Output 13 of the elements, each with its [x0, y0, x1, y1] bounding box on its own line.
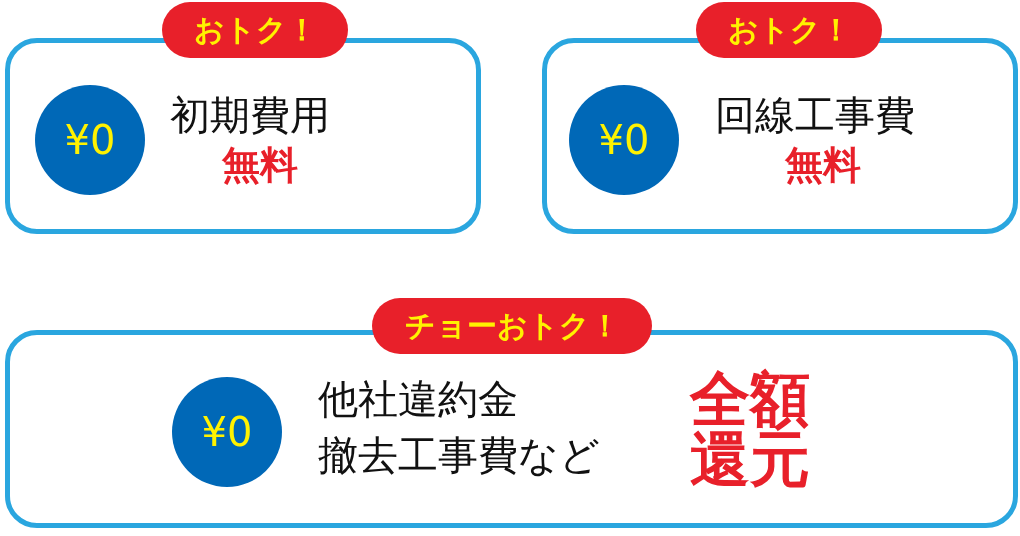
deal-badge: チョーおトク！	[372, 298, 652, 354]
refund-label: 全額還元	[690, 369, 811, 489]
free-label: 無料	[785, 145, 861, 187]
item-name: 回線工事費	[715, 93, 915, 137]
price-circle: ¥0	[569, 85, 679, 195]
free-label: 無料	[222, 145, 298, 187]
price-circle: ¥0	[172, 377, 282, 487]
deal-badge: おトク！	[162, 2, 348, 58]
price-circle: ¥0	[35, 85, 145, 195]
item-name: 初期費用	[170, 93, 330, 137]
item-name: 他社違約金	[318, 377, 518, 421]
item-name: 撤去工事費など	[318, 433, 600, 477]
deal-badge: おトク！	[696, 2, 882, 58]
